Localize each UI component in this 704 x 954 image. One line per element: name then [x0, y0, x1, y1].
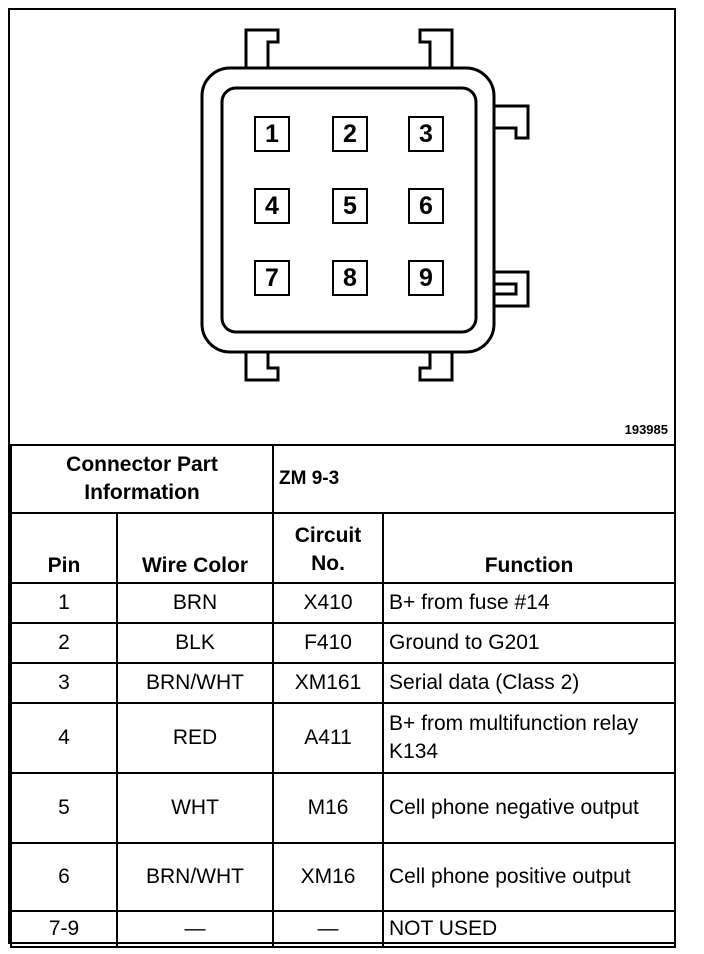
function-cell: NOT USED — [382, 910, 677, 948]
circuit-cell: XM161 — [272, 662, 385, 704]
pin-6: 6 — [408, 188, 444, 224]
header-row: Pin Wire Color Circuit No. Function — [10, 512, 677, 584]
wire-color-cell: BLK — [115, 622, 275, 664]
circuit-cell: A411 — [272, 702, 385, 774]
pin-9: 9 — [408, 260, 444, 296]
figure-id: 193985 — [624, 422, 668, 437]
connector-outline — [200, 28, 530, 382]
wire-color-cell: — — [115, 910, 275, 948]
pin-7: 7 — [254, 260, 290, 296]
pin-cell: 4 — [10, 702, 118, 774]
table-row: 5 WHT M16 Cell phone negative output — [10, 772, 677, 844]
function-cell: Cell phone positive output — [382, 842, 677, 912]
circuit-header: Circuit No. — [272, 512, 385, 584]
connector-part-label: Connector Part Information — [9, 444, 275, 514]
table-row: 7-9 — — NOT USED — [10, 910, 677, 948]
pin-3: 3 — [408, 116, 444, 152]
function-cell: B+ from multifunction relay K134 — [382, 702, 677, 774]
pin-cell: 5 — [10, 772, 118, 844]
pin-cell: 6 — [10, 842, 118, 912]
wire-color-cell: BRN/WHT — [115, 662, 275, 704]
pin-cell: 1 — [10, 582, 118, 624]
connector-figure: 1 2 3 4 5 6 7 8 9 193985 Connector Part … — [8, 8, 677, 948]
wire-color-cell: RED — [115, 702, 275, 774]
pin-5: 5 — [332, 188, 368, 224]
table-row: 1 BRN X410 B+ from fuse #14 — [10, 582, 677, 624]
table-row: 2 BLK F410 Ground to G201 — [10, 622, 677, 664]
circuit-cell: M16 — [272, 772, 385, 844]
table-row: 6 BRN/WHT XM16 Cell phone positive outpu… — [10, 842, 677, 912]
function-cell: Ground to G201 — [382, 622, 677, 664]
pin-8: 8 — [332, 260, 368, 296]
wire-color-cell: WHT — [115, 772, 275, 844]
function-cell: Cell phone negative output — [382, 772, 677, 844]
pin-2: 2 — [332, 116, 368, 152]
wire-color-header: Wire Color — [115, 512, 275, 584]
pin-header: Pin — [10, 512, 118, 584]
table-row: 4 RED A411 B+ from multifunction relay K… — [10, 702, 677, 774]
connector-diagram: 1 2 3 4 5 6 7 8 9 193985 — [10, 10, 674, 444]
pin-cell: 3 — [10, 662, 118, 704]
table-row: 3 BRN/WHT XM161 Serial data (Class 2) — [10, 662, 677, 704]
function-cell: B+ from fuse #14 — [382, 582, 677, 624]
pinout-table: Connector Part Information ZM 9-3 Pin Wi… — [9, 444, 677, 948]
connector-part-value: ZM 9-3 — [272, 444, 677, 514]
circuit-cell: X410 — [272, 582, 385, 624]
circuit-cell: F410 — [272, 622, 385, 664]
pin-4: 4 — [254, 188, 290, 224]
pin-cell: 2 — [10, 622, 118, 664]
connector-part-row: Connector Part Information ZM 9-3 — [9, 444, 677, 514]
wire-color-cell: BRN — [115, 582, 275, 624]
wire-color-cell: BRN/WHT — [115, 842, 275, 912]
circuit-cell: XM16 — [272, 842, 385, 912]
pin-1: 1 — [254, 116, 290, 152]
pin-cell: 7-9 — [10, 910, 118, 948]
function-header: Function — [382, 512, 677, 584]
function-cell: Serial data (Class 2) — [382, 662, 677, 704]
circuit-cell: — — [272, 910, 385, 948]
